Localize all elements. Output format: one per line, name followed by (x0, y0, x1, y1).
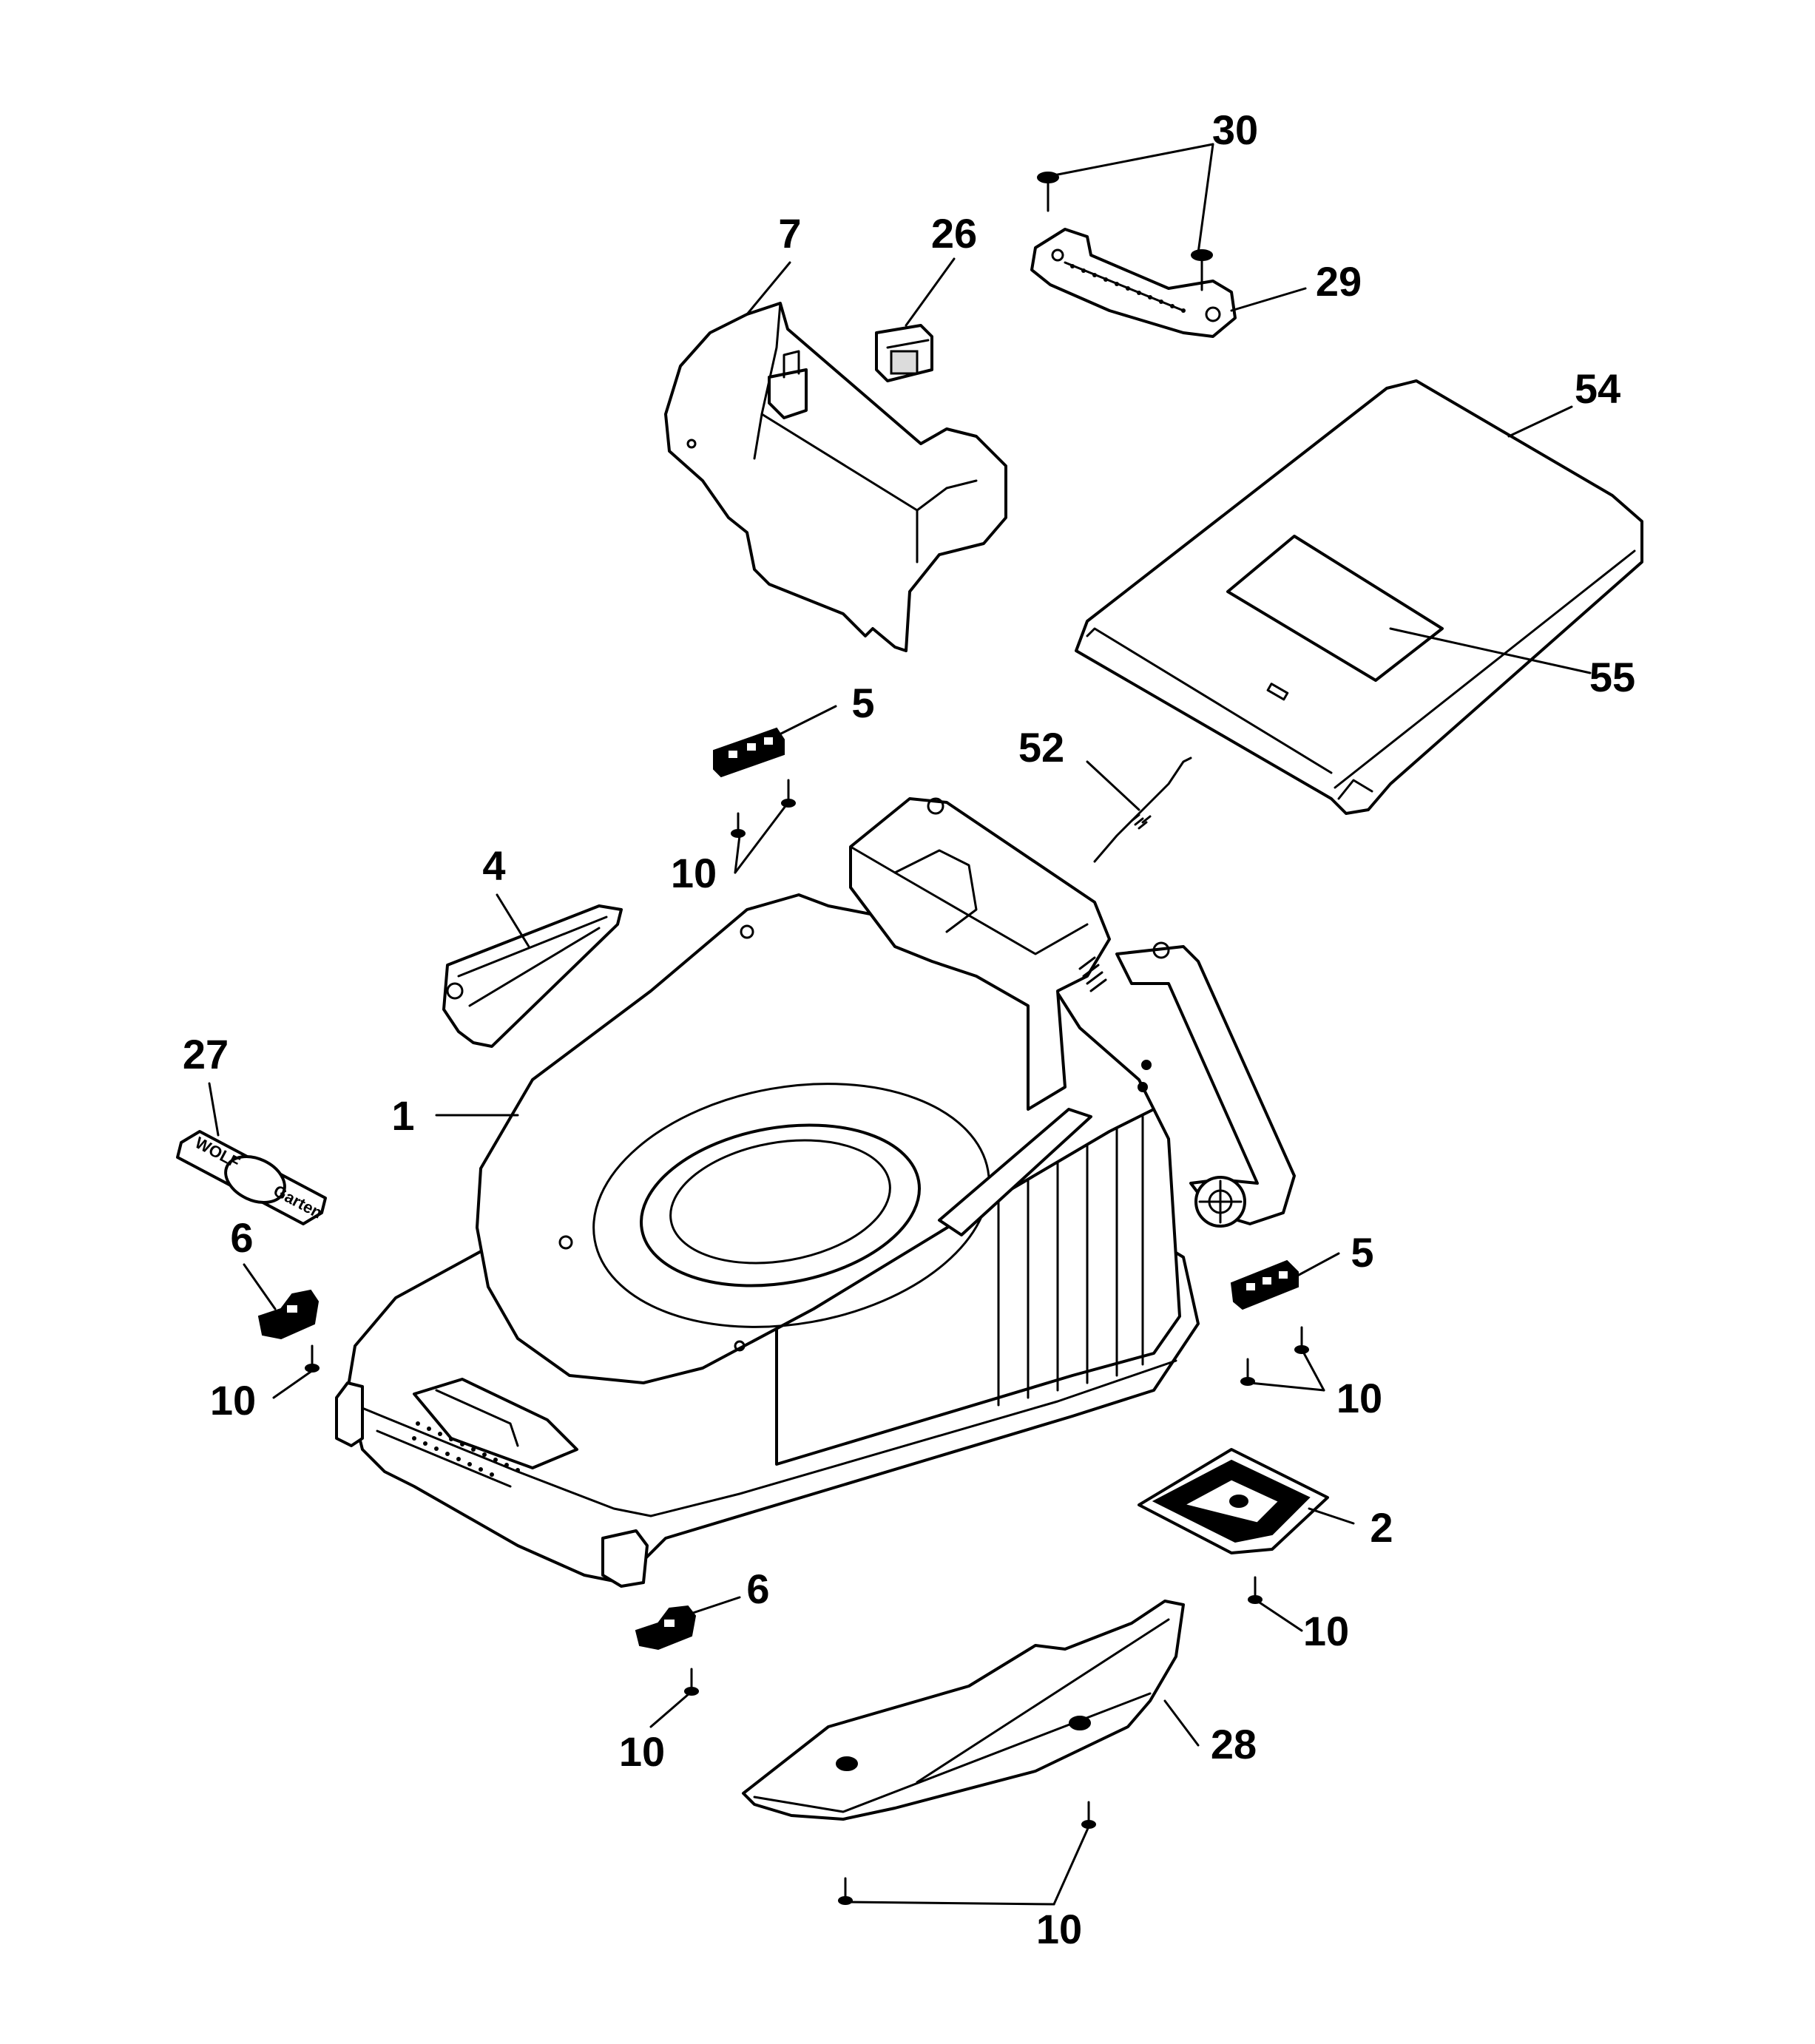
screw-10-skid-b (838, 1877, 853, 1905)
callout-10-bottom: 10 (1036, 1906, 1082, 1952)
callout-1: 1 (391, 1092, 414, 1139)
part-2-flap (1138, 1448, 1329, 1554)
screw-10-left (305, 1344, 320, 1373)
part-6-latch-left (257, 1289, 320, 1340)
callout-6-left: 6 (230, 1214, 253, 1261)
part-29-handle-grip (1030, 228, 1237, 338)
leader-lines (208, 143, 1592, 1906)
callout-numbers: 30 7 26 29 54 55 5 52 10 4 27 1 6 10 5 1… (183, 106, 1635, 1952)
part-26-block (875, 324, 933, 382)
callout-10-right: 10 (1336, 1375, 1382, 1421)
callout-4: 4 (482, 842, 505, 889)
screw-10-flap (1248, 1576, 1263, 1604)
callout-10-top: 10 (671, 850, 717, 896)
callout-7: 7 (778, 210, 801, 257)
part-52-spring (1093, 757, 1192, 863)
callout-55: 55 (1589, 654, 1635, 700)
screw-10-bottom-left (684, 1668, 699, 1696)
screw-10-right-b (1294, 1326, 1309, 1354)
part-5-clip-upper (713, 727, 785, 778)
part-28-skid-plate (742, 1600, 1185, 1821)
callout-54: 54 (1575, 365, 1620, 412)
screw-10-right-a (1240, 1358, 1255, 1386)
callout-10-left: 10 (210, 1377, 256, 1424)
part-7-rear-cover (664, 302, 1007, 652)
callout-10-flap: 10 (1303, 1608, 1349, 1654)
callout-26: 26 (931, 210, 977, 257)
part-54-lid (1075, 379, 1643, 815)
callout-52: 52 (1018, 724, 1064, 771)
callout-6-bottom: 6 (746, 1566, 769, 1612)
screw-10-top-b (781, 779, 796, 808)
callout-30: 30 (1212, 106, 1258, 153)
callout-10-bottom-left: 10 (619, 1728, 665, 1775)
part-6-latch-bottom (635, 1605, 697, 1651)
part-30-screws (1037, 172, 1213, 291)
screw-10-skid-a (1081, 1801, 1096, 1829)
callout-2: 2 (1370, 1504, 1393, 1551)
part-27-logo-plate: WOLF Garten (176, 1130, 327, 1225)
part-1-deck-housing (335, 797, 1296, 1588)
part-4-slide (442, 904, 623, 1048)
callout-29: 29 (1316, 258, 1362, 305)
part-5-clip-right (1230, 1259, 1299, 1310)
callout-5-right: 5 (1351, 1229, 1373, 1276)
callout-5-upper: 5 (851, 680, 874, 726)
callout-28: 28 (1211, 1721, 1257, 1767)
screw-10-top-a (731, 812, 746, 838)
callout-27: 27 (183, 1031, 229, 1077)
